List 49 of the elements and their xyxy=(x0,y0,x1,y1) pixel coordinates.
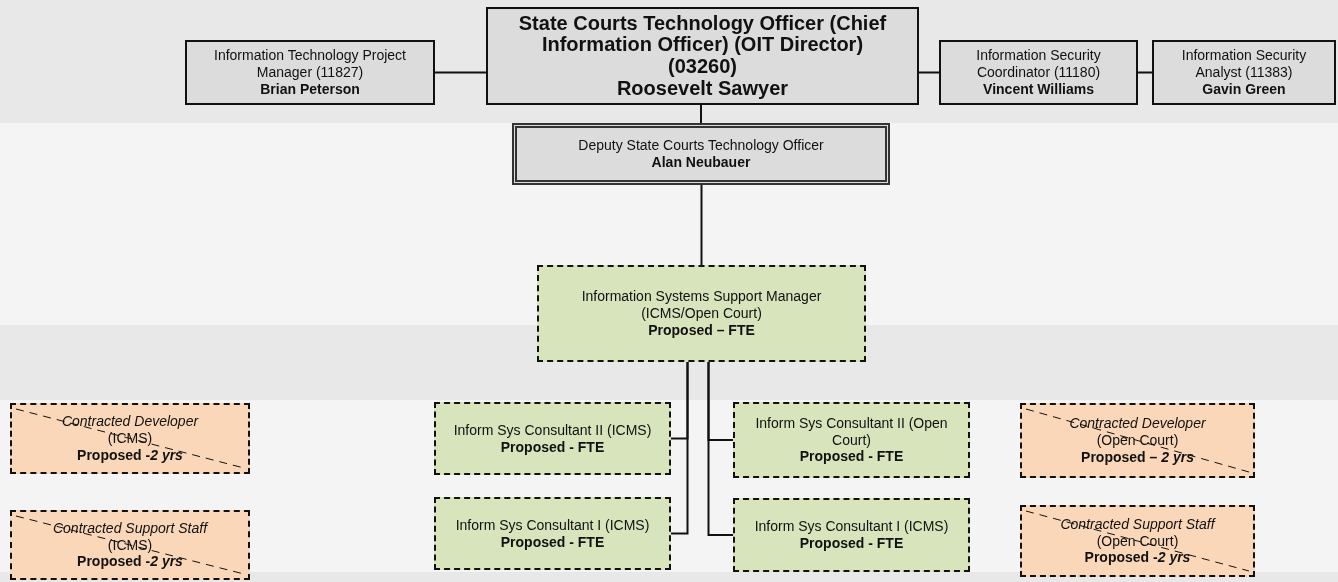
position-title: Information Security Coordinator (11180) xyxy=(975,47,1102,81)
proposed-position-box xyxy=(434,497,671,570)
position-title: Deputy State Courts Technology Officer xyxy=(578,137,824,154)
person-name: Alan Neubauer xyxy=(651,154,751,171)
position-title: Information Security Analyst (11383) xyxy=(1180,47,1308,81)
person-name: Roosevelt Sawyer xyxy=(616,77,789,100)
status-text: Proposed -2 yrs xyxy=(1084,549,1191,567)
status-text: Proposed -2 yrs xyxy=(77,553,183,571)
status-text: Proposed - FTE xyxy=(799,448,904,466)
position-title: State Courts Technology Officer (Chief Information Officer) (OIT Director) (03260) xyxy=(518,12,887,78)
position-title: Contracted Developer xyxy=(1069,415,1206,433)
proposed-position-box xyxy=(733,498,970,572)
position-title: Contracted Support Staff xyxy=(52,519,208,537)
proposed-position-box xyxy=(537,265,866,362)
position-title: Inform Sys Consultant II (ICMS) xyxy=(453,421,652,439)
connector-line xyxy=(1137,71,1153,74)
position-title: (Open Court) xyxy=(1096,532,1179,550)
status-text: Proposed -2 yrs xyxy=(77,446,183,464)
position-title: (ICMS) xyxy=(107,536,153,554)
person-name: Brian Peterson xyxy=(260,80,360,98)
position-title: Information Technology Project Manager (11827) xyxy=(213,47,407,81)
status-text: Proposed – FTE xyxy=(648,321,755,339)
position-box xyxy=(1152,40,1336,105)
position-title: Contracted Developer xyxy=(61,413,199,431)
person-name: Vincent Williams xyxy=(983,80,1094,98)
status-text: Proposed - FTE xyxy=(500,533,605,551)
proposed-position-box xyxy=(434,402,671,475)
status-text: Proposed - FTE xyxy=(500,438,605,456)
position-title: Contracted Support Staff xyxy=(1060,515,1215,533)
position-title: Inform Sys Consultant I (ICMS) xyxy=(754,518,949,535)
person-name: Gavin Green xyxy=(1202,80,1286,98)
position-title: (ICMS) xyxy=(107,430,153,447)
position-box xyxy=(486,7,919,105)
status-text: Proposed – 2 yrs xyxy=(1081,448,1194,466)
proposed-position-box xyxy=(733,402,970,478)
connector-line xyxy=(700,184,703,266)
position-box xyxy=(939,40,1138,105)
connector-line xyxy=(918,71,940,74)
connector-line xyxy=(670,361,689,535)
position-title: Information Systems Support Manager (ICMS/Open Court) xyxy=(580,288,823,322)
status-text: Proposed - FTE xyxy=(799,535,904,552)
position-box xyxy=(185,40,435,105)
position-title: Inform Sys Consultant I (ICMS) xyxy=(455,516,650,534)
connector-line xyxy=(700,104,702,124)
position-title: Inform Sys Consultant II (Open Court) xyxy=(754,414,949,449)
connector-line xyxy=(707,361,734,536)
position-box xyxy=(512,123,890,185)
connector-line xyxy=(434,71,487,74)
position-title: (Open Court) xyxy=(1096,432,1179,449)
